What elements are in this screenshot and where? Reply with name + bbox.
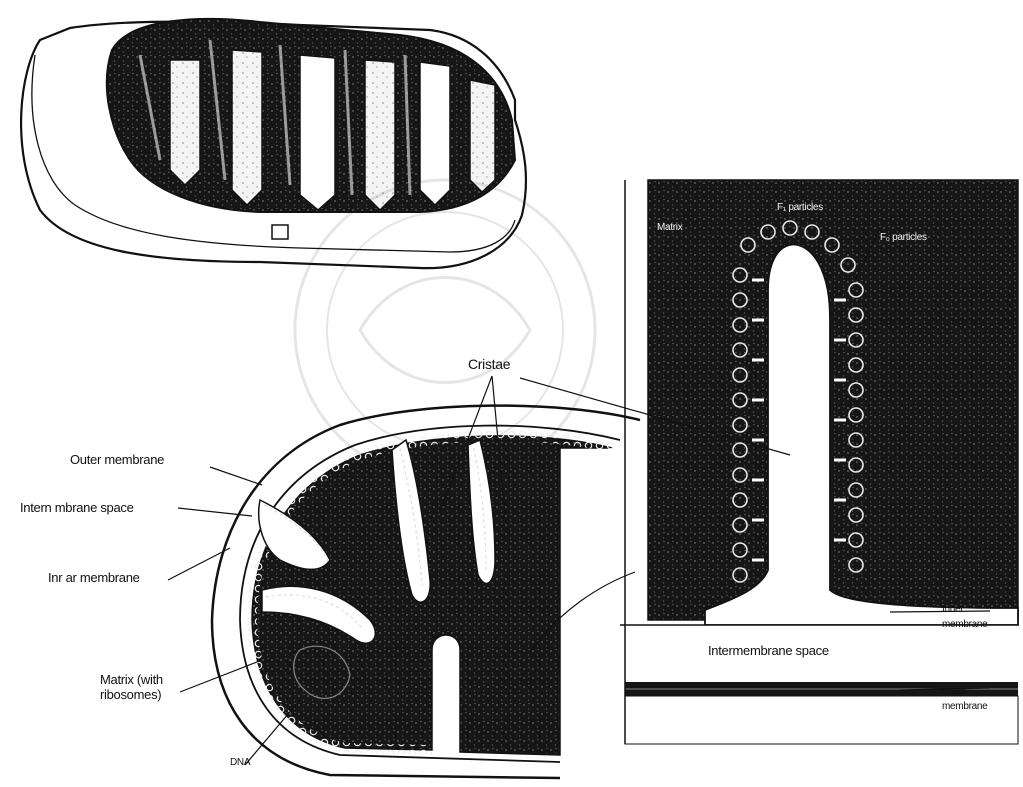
mitochondrion-cross-section xyxy=(212,406,640,778)
matrix-enlarged-label: Matrix xyxy=(657,220,682,235)
outer-membrane-label: Outer membrane xyxy=(70,452,164,467)
inner-membrane-enlarged-label: Inner membrane xyxy=(942,602,1004,632)
mitochondrion-3d-view xyxy=(21,19,526,268)
matrix-label: Matrix (with ribosomes) xyxy=(100,672,182,702)
f0-particles-label: F₀ particles xyxy=(880,230,927,245)
intermembrane-space-enlarged-label: Intermembrane space xyxy=(708,643,829,658)
crista-enlargement xyxy=(620,180,1018,744)
cristae-label: Cristae xyxy=(468,357,510,372)
intermembrane-space-label: Intern mbrane space xyxy=(20,500,134,515)
f1-particles-label: F₁ particles xyxy=(777,200,823,215)
outer-membrane-enlarged-label: Outer membrane xyxy=(942,684,1004,714)
dna-label: DNA xyxy=(230,755,250,770)
inner-membrane-label: Inr ar membrane xyxy=(48,570,140,585)
